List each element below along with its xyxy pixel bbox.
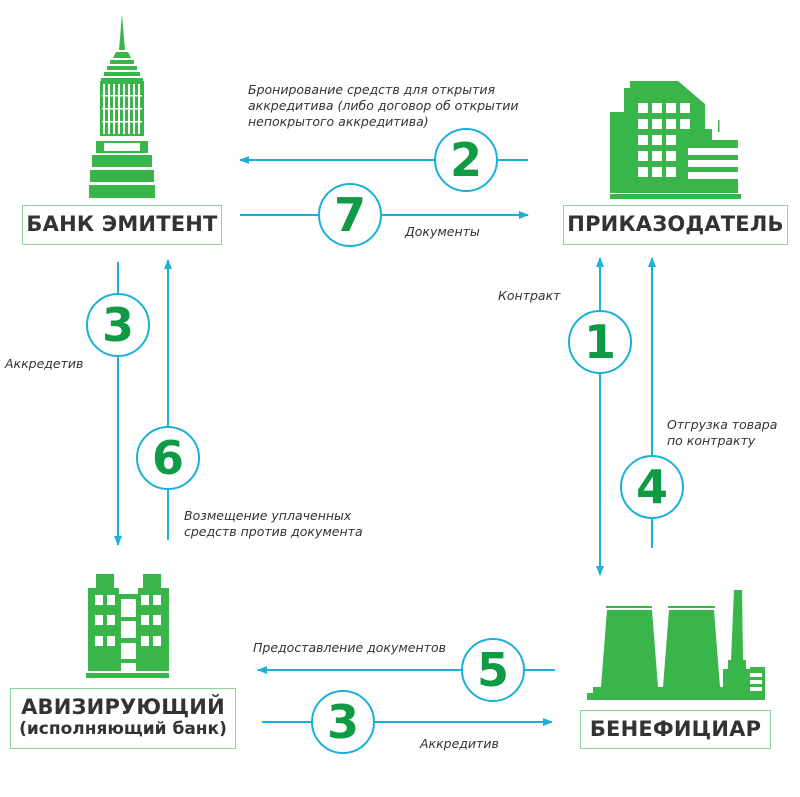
reservation-note: Бронирование средств для открытия аккред… — [248, 82, 519, 129]
step-3-left-circle: 3 — [86, 293, 150, 357]
step-5-circle: 5 — [461, 638, 525, 702]
power-plant-icon — [587, 590, 765, 700]
step-7-circle: 7 — [318, 183, 382, 247]
beneficiary-label: БЕНЕФИЦИАР — [580, 710, 771, 749]
step-1-circle: 1 — [568, 310, 632, 374]
apartment-building-icon — [86, 574, 169, 678]
letter-of-credit-bottom-note: Аккредитив — [420, 736, 499, 751]
letter-of-credit-left-note: Аккредетив — [5, 356, 84, 371]
step-6-circle: 6 — [136, 426, 200, 490]
documents-note: Документы — [405, 224, 480, 239]
office-building-icon — [610, 81, 741, 199]
step-2-circle: 2 — [434, 128, 498, 192]
skyscraper-icon — [89, 14, 155, 198]
presentation-note: Предоставление документов — [253, 640, 446, 655]
contract-note: Контракт — [498, 288, 561, 303]
advising-bank-label: АВИЗИРУЮЩИЙ(исполняющий банк) — [10, 688, 236, 749]
issuing-bank-label: БАНК ЭМИТЕНТ — [22, 205, 222, 245]
step-4-circle: 4 — [620, 455, 684, 519]
reimbursement-note: Возмещение уплаченных средств против док… — [184, 508, 363, 539]
shipment-note: Отгрузка товара по контракту — [667, 417, 778, 448]
step-3-bottom-circle: 3 — [311, 690, 375, 754]
applicant-label: ПРИКАЗОДАТЕЛЬ — [563, 205, 788, 245]
